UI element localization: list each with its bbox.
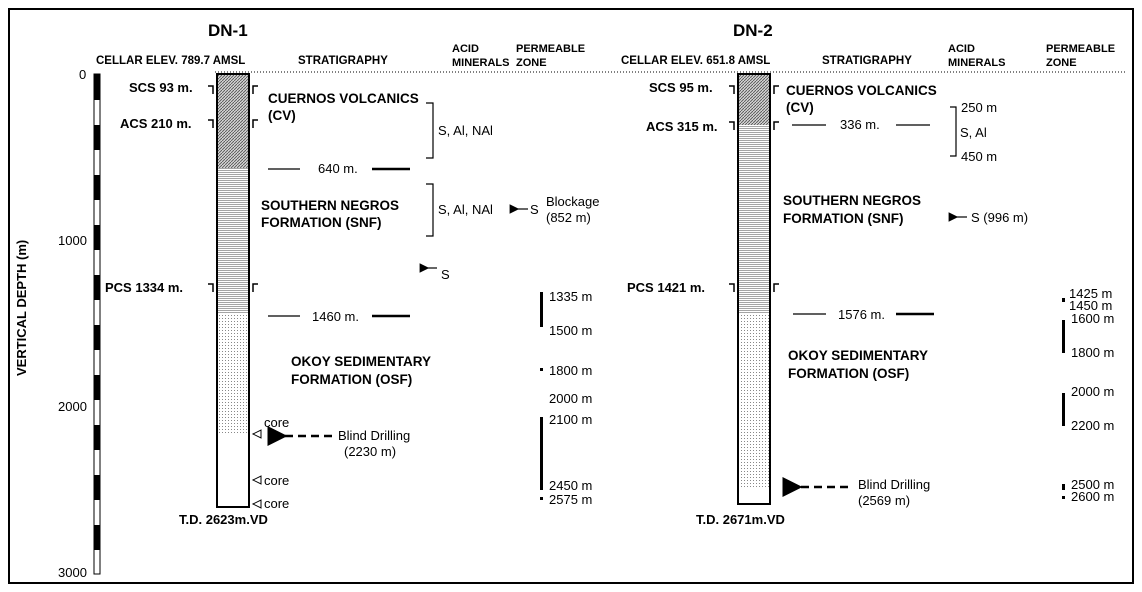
- dn2-perm-2500: 2500 m: [1071, 477, 1115, 492]
- y-tick-0: 0: [79, 67, 87, 82]
- dn2-pcs-label: PCS 1421 m.: [627, 280, 706, 295]
- dn1-cellar-header: CELLAR ELEV. 789.7 AMSL: [96, 55, 246, 67]
- dn1-perm-2000: 2000 m: [549, 391, 593, 406]
- dn2-perm-1800: 1800 m: [1071, 345, 1115, 360]
- dn2-contact-336-label: 336 m.: [840, 117, 880, 132]
- dn1-strat-cv-1: CUERNOS VOLCANICS: [268, 91, 419, 106]
- dn1-td-label: T.D. 2623m.VD: [179, 512, 268, 527]
- y-tick-1000: 1000: [58, 233, 87, 248]
- dn2-acid-450: 450 m: [961, 149, 998, 164]
- dn1-title: DN-1: [208, 21, 248, 40]
- dn1-contact-640-label: 640 m.: [318, 161, 358, 176]
- y-axis-label: VERTICAL DEPTH (m): [14, 239, 29, 376]
- dn1-well-column: [216, 73, 250, 508]
- dn2-acid-250: 250 m: [961, 100, 998, 115]
- dn1-stratigraphy-header: STRATIGRAPHY: [298, 55, 388, 67]
- dn2-acid-header-1: ACID: [948, 43, 975, 55]
- dn2-cellar-header: CELLAR ELEV. 651.8 AMSL: [621, 55, 771, 67]
- dn2-permeable-header-2: ZONE: [1046, 57, 1077, 69]
- dn1-perm-2575: 2575 m: [549, 492, 593, 507]
- dn1-core-markers: [251, 429, 262, 509]
- dn1-perm-2450: 2450 m: [549, 478, 593, 493]
- dn1-blind-drilling-2: (2230 m): [344, 444, 397, 459]
- dn1-strat-cv-2: (CV): [268, 108, 296, 123]
- dn2-perm-1425: 1425 m: [1069, 286, 1113, 301]
- dn2-perm-2000: 2000 m: [1071, 384, 1115, 399]
- dn1-perm-1335: 1335 m: [549, 289, 593, 304]
- dn2-acs-label: ACS 315 m.: [646, 119, 718, 134]
- figure-frame: [8, 8, 1134, 584]
- dn2-blind-drilling-2: (2569 m): [858, 493, 911, 508]
- dn1-acid-minerals-2: S, Al, NAl: [438, 202, 493, 217]
- dn1-pcs-label: PCS 1334 m.: [105, 280, 184, 295]
- dn1-core-label-2: core: [264, 473, 290, 488]
- dn2-strat-osf-2: FORMATION (OSF): [788, 366, 910, 381]
- dn2-strat-osf-1: OKOY SEDIMENTARY: [788, 348, 929, 363]
- dn1-acid-minerals-1: S, Al, NAl: [438, 123, 493, 138]
- dn1-permeable-header-1: PERMEABLE: [516, 43, 586, 55]
- dn2-acid-minerals: S, Al: [960, 125, 987, 140]
- dn2-well-column: [737, 73, 771, 505]
- dn2-strat-cv-1: CUERNOS VOLCANICS: [786, 83, 937, 98]
- dn1-strat-osf-1: OKOY SEDIMENTARY: [291, 354, 432, 369]
- dn1-acid-bracket-1: [426, 102, 434, 159]
- dn1-acid-bracket-2: [426, 183, 434, 237]
- dn2-blind-drilling-1: Blind Drilling: [858, 477, 931, 492]
- dn1-s-arrow-label: S: [441, 267, 450, 282]
- dn2-scs-label: SCS 95 m.: [649, 80, 713, 95]
- dn1-strat-snf-1: SOUTHERN NEGROS: [261, 198, 400, 213]
- dn2-stratigraphy-header: STRATIGRAPHY: [822, 55, 912, 67]
- dn1-perm-1800: 1800 m: [549, 363, 593, 378]
- dn2-title: DN-2: [733, 21, 773, 40]
- depth-scale-bar: [93, 73, 101, 575]
- y-tick-3000: 3000: [58, 565, 87, 580]
- dn2-strat-cv-2: (CV): [786, 100, 814, 115]
- dn1-scs-label: SCS 93 m.: [129, 80, 193, 95]
- dn2-acid-header-2: MINERALS: [948, 57, 1006, 69]
- dn2-casing-markers: [729, 85, 779, 292]
- dn2-strat-snf-1: SOUTHERN NEGROS: [783, 193, 922, 208]
- dn2-perm-1450: 1450 m: [1069, 298, 1113, 313]
- dn1-acid-header-2: MINERALS: [452, 57, 510, 69]
- dn2-perm-2600: 2600 m: [1071, 489, 1115, 504]
- y-tick-2000: 2000: [58, 399, 87, 414]
- dn2-td-label: T.D. 2671m.VD: [696, 512, 785, 527]
- dn1-permeable-bars: [540, 292, 543, 500]
- dn2-contact-1576-label: 1576 m.: [838, 307, 885, 322]
- dn2-s-arrow-label: S (996 m): [971, 210, 1029, 225]
- dn1-strat-osf-2: FORMATION (OSF): [291, 372, 413, 387]
- dn1-permeable-header-2: ZONE: [516, 57, 547, 69]
- dn1-core-label-1: core: [264, 415, 290, 430]
- dn1-acs-label: ACS 210 m.: [120, 116, 192, 131]
- dn1-blockage-label-1: Blockage: [546, 194, 600, 209]
- dn1-blockage-label-2: (852 m): [546, 210, 591, 225]
- dn2-permeable-bars: [1062, 298, 1065, 499]
- dn1-blind-drilling-1: Blind Drilling: [338, 428, 411, 443]
- dn2-strat-snf-2: FORMATION (SNF): [783, 211, 904, 226]
- dn1-acid-arrow-s: S: [530, 202, 539, 217]
- dn2-perm-1600: 1600 m: [1071, 311, 1115, 326]
- dn1-contact-1460-label: 1460 m.: [312, 309, 359, 324]
- dn1-perm-1500: 1500 m: [549, 323, 593, 338]
- dn1-casing-markers: [208, 85, 258, 292]
- dn1-perm-2100: 2100 m: [549, 412, 593, 427]
- dn1-strat-snf-2: FORMATION (SNF): [261, 215, 382, 230]
- dn2-perm-2200: 2200 m: [1071, 418, 1115, 433]
- dn2-acid-bracket: [950, 106, 957, 157]
- dn1-acid-header-1: ACID: [452, 43, 479, 55]
- dn2-permeable-header-1: PERMEABLE: [1046, 43, 1116, 55]
- dn1-core-label-3: core: [264, 496, 290, 511]
